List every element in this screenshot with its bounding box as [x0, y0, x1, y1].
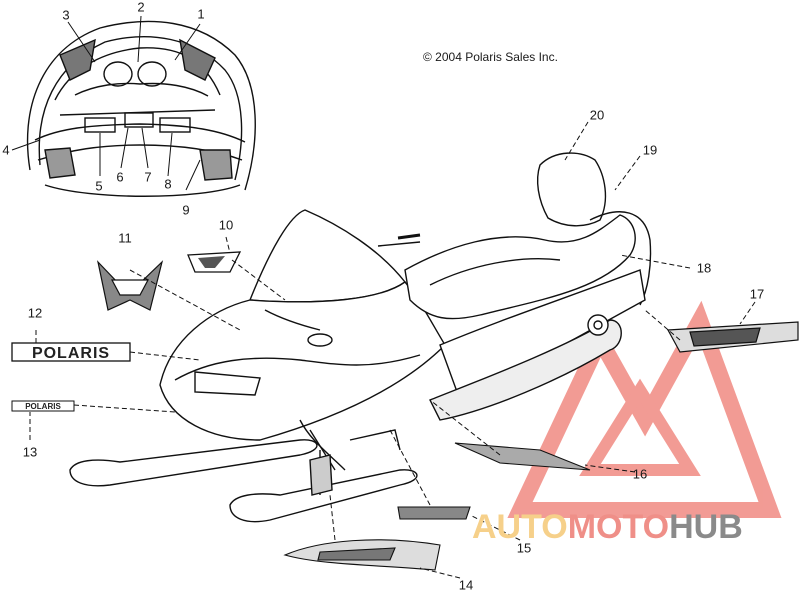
callout-17: 17: [749, 286, 765, 302]
decal-12-polaris-large: POLARIS: [11, 342, 131, 362]
decal-11-graphic: [96, 260, 164, 311]
decal-16-graphic: [454, 442, 591, 471]
decal-14-graphic: [283, 539, 441, 571]
snowmobile-drawing: [69, 152, 652, 523]
callout-1: 1: [197, 6, 205, 22]
callout-13: 13: [22, 444, 38, 460]
callout-4: 4: [2, 142, 10, 158]
callout-12: 12: [27, 305, 43, 321]
callout-3: 3: [62, 7, 70, 23]
callout-14: 14: [458, 577, 474, 593]
callout-15: 15: [516, 540, 532, 556]
callout-9: 9: [182, 202, 190, 218]
callout-8: 8: [164, 176, 172, 192]
inset-leader-lines: [11, 15, 201, 191]
callout-11: 11: [118, 230, 132, 246]
svg-text:POLARIS: POLARIS: [32, 345, 110, 362]
copyright-notice: © 2004 Polaris Sales Inc.: [423, 50, 558, 64]
watermark-hub: HUB: [669, 508, 743, 546]
watermark-logo: [507, 300, 782, 518]
decal-13-polaris-small: POLARIS: [11, 400, 75, 412]
watermark-auto: AUTO: [472, 508, 568, 546]
callout-7: 7: [144, 169, 152, 185]
decal-17-graphic: [667, 321, 799, 353]
svg-text:POLARIS: POLARIS: [25, 402, 61, 411]
decal-10-graphic: [187, 251, 242, 273]
callout-19: 19: [642, 142, 658, 158]
watermark-moto: MOTO: [567, 508, 670, 546]
main-leader-lines: [29, 121, 756, 579]
callout-18: 18: [696, 260, 712, 276]
watermark-text: AUTOMOTOHUB: [472, 508, 743, 547]
hood-inset-drawing: [26, 20, 256, 197]
callout-20: 20: [589, 107, 605, 123]
callout-2: 2: [137, 0, 145, 15]
callout-10: 10: [218, 217, 234, 233]
callout-5: 5: [95, 178, 103, 194]
callout-6: 6: [116, 169, 124, 185]
decal-15-graphic: [397, 506, 471, 520]
callout-16: 16: [632, 466, 648, 482]
